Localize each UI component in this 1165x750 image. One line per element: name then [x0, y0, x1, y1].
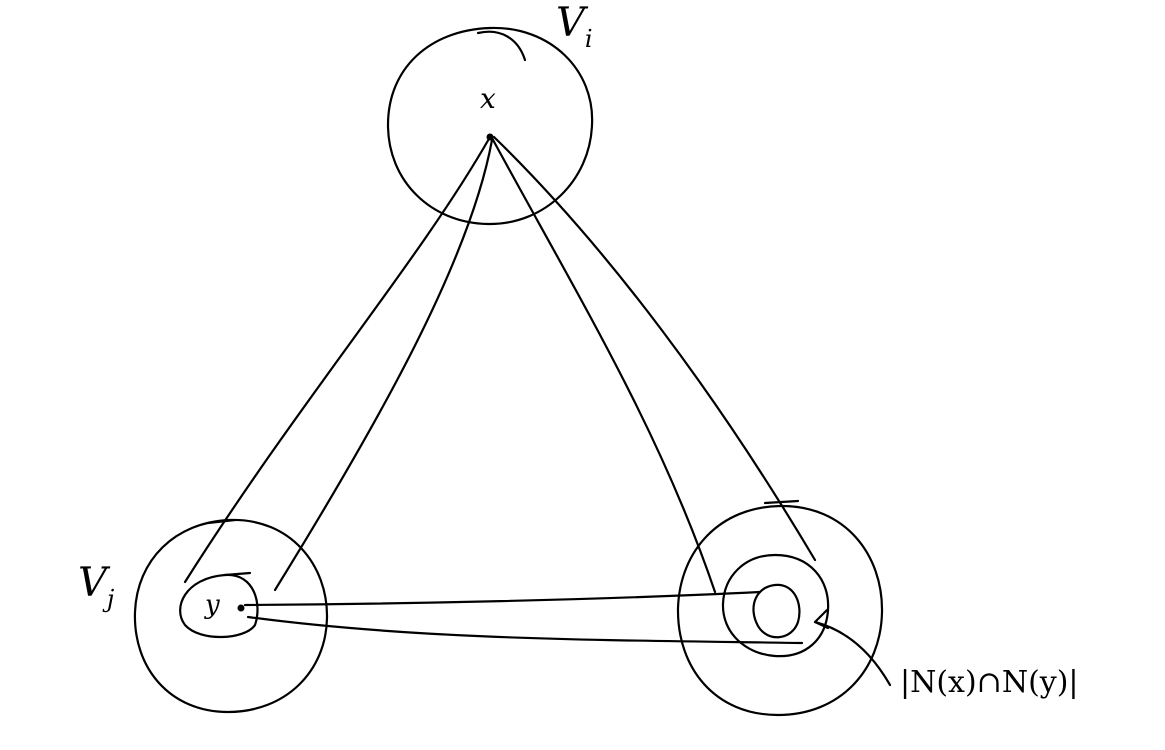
label-vj: Vj: [78, 560, 115, 613]
arrowhead-icon: [813, 608, 830, 630]
label-y: y: [205, 590, 220, 620]
vi-circle: [386, 26, 594, 226]
vi-tick: [476, 30, 527, 62]
right-outer-tick: [763, 499, 800, 505]
y-neighborhood-tick: [223, 571, 252, 577]
label-vi: Vi: [556, 0, 593, 53]
y-dot: [237, 604, 245, 612]
y-neighborhood: [179, 573, 259, 639]
edge-x-right-inner: [490, 136, 717, 594]
right-outer-circle: [676, 504, 884, 717]
edge-x-right-outer: [492, 135, 817, 562]
edge-x-left-inner: [273, 138, 494, 592]
right-inner-circle: [752, 583, 801, 639]
edge-x-left-outer: [183, 135, 492, 584]
edge-y-right-bottom: [246, 615, 804, 645]
edge-y-right-top: [243, 590, 762, 607]
vj-circle: [133, 518, 329, 714]
label-common-neighbors: |N(x)∩N(y)|: [900, 665, 1079, 700]
vj-tick: [206, 518, 237, 525]
right-middle-circle: [721, 553, 830, 658]
pointer-arrow: [813, 620, 892, 687]
label-x: x: [480, 82, 496, 115]
